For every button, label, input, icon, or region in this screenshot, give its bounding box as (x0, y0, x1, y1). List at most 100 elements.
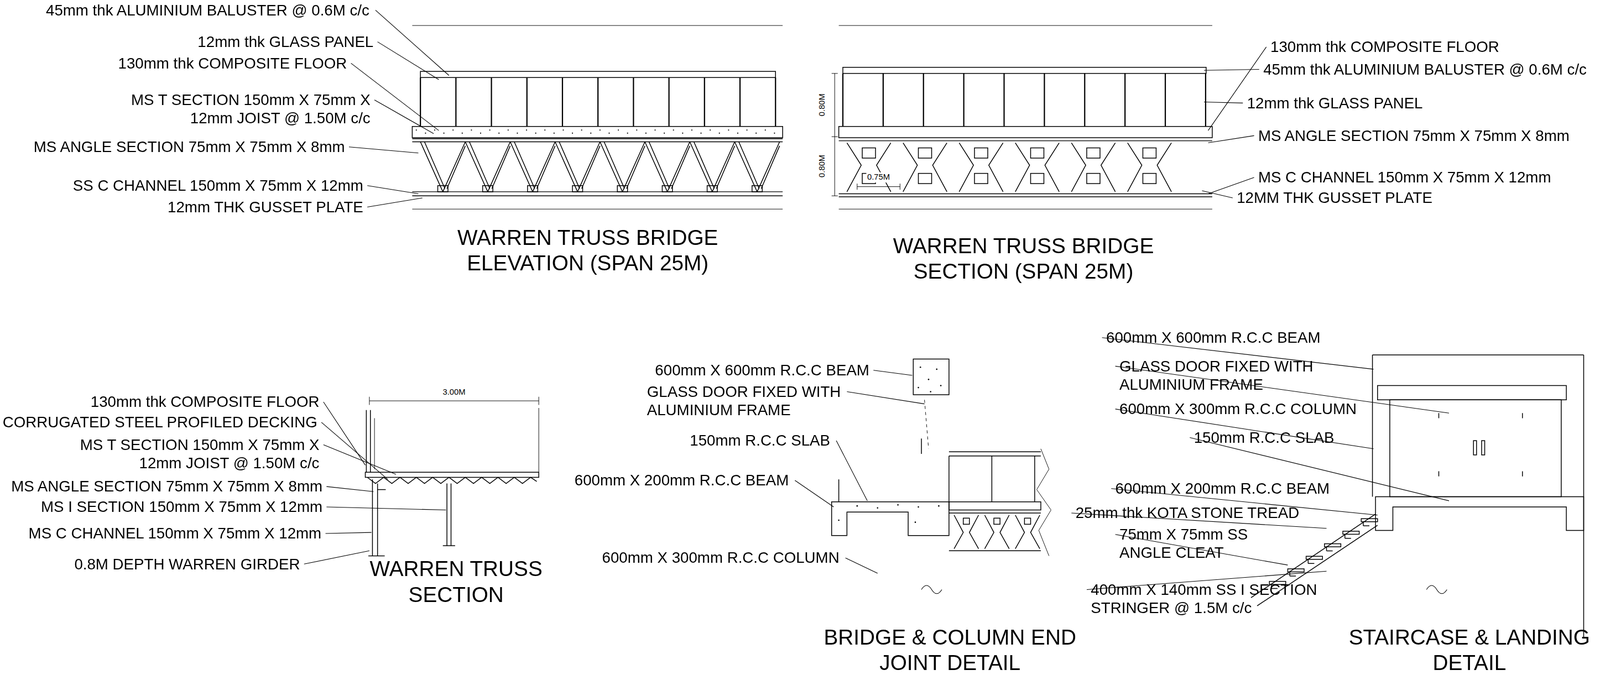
concrete-dot (914, 521, 917, 524)
callout-label: MS C CHANNEL 150mm X 75mm X 12mm (1258, 168, 1553, 187)
callout-label: 45mm thk ALUMINIUM BALUSTER @ 0.6M c/c (1263, 60, 1589, 79)
stair-tread (1306, 556, 1323, 560)
callout-label: 0.8M DEPTH WARREN GIRDER (72, 555, 301, 574)
concrete-dot (480, 132, 482, 134)
drawing-line (321, 422, 388, 480)
drawing-line (424, 141, 446, 189)
drawing-line (712, 141, 736, 192)
drawing-title: BRIDGE & COLUMN END JOINT DETAIL (822, 624, 1078, 675)
concrete-dot (727, 129, 729, 131)
callout-label: MS ANGLE SECTION 75mm X 75mm X 8mm (8, 477, 323, 496)
concrete-dot (709, 129, 711, 131)
drawing-line (1201, 190, 1233, 198)
callout-label: 150mm R.C.C SLAB (1194, 428, 1337, 447)
gusset-plate (752, 185, 763, 192)
drawing-line (923, 73, 925, 127)
concrete-dot (434, 129, 436, 131)
concrete-dot (917, 506, 920, 509)
callout-label: MS ANGLE SECTION 75mm X 75mm X 8mm (31, 137, 346, 156)
drawing-line (1003, 73, 1005, 127)
drawing-line (326, 507, 446, 511)
drawing-line (632, 77, 634, 127)
concrete-dot (581, 129, 583, 131)
truss-section-drawing (365, 397, 540, 557)
drawing-line (671, 146, 690, 189)
callout-label: 400mm X 140mm SS I SECTION STRINGER @ 1.… (1090, 580, 1320, 618)
concrete-dot (461, 132, 463, 134)
drawing-line (446, 146, 466, 189)
concrete-dot (928, 378, 930, 381)
callout-label: SS C CHANNEL 150mm X 75mm X 12mm (70, 176, 364, 195)
stair-tread (1287, 569, 1305, 573)
dimension-label: 0.75M (866, 172, 891, 183)
drawing-line (487, 141, 511, 192)
web-member (1030, 515, 1040, 550)
gusset-plate (1024, 518, 1031, 525)
gusset-plate (1086, 148, 1101, 159)
callout-label: CORRUGATED STEEL PROFILED DECKING (0, 413, 318, 432)
concrete-dot (571, 132, 573, 134)
concrete-dot (663, 132, 665, 134)
drawing-line (469, 141, 491, 189)
concrete-dot (691, 129, 693, 131)
drawing-line (419, 77, 421, 127)
gusset-plate (993, 518, 1000, 525)
concrete-dot (837, 519, 840, 522)
drawing-line (325, 532, 372, 534)
concrete-dot (544, 129, 546, 131)
drawing-line (842, 73, 844, 127)
drawing-line (667, 141, 691, 192)
drawing-line (668, 77, 670, 127)
drawing-line (836, 440, 868, 502)
concrete-dot (535, 132, 537, 134)
drawing-line (323, 444, 396, 475)
web-member (954, 515, 964, 550)
concrete-dot (636, 129, 638, 131)
gusset-plate (918, 148, 932, 159)
drawing-title: WARREN TRUSS BRIDGE ELEVATION (SPAN 25M) (456, 224, 719, 276)
drawing-line (1345, 538, 1352, 539)
drawing-line (873, 370, 912, 376)
web-member (1071, 142, 1086, 192)
concrete-dot (443, 132, 445, 134)
drawing-line (739, 77, 741, 127)
concrete-dot (937, 505, 940, 508)
drawing-line (581, 146, 601, 189)
gusset-plate (1142, 148, 1156, 159)
drawing-line (323, 402, 366, 466)
drawing-line (526, 77, 528, 127)
concrete-dot (599, 129, 601, 131)
gusset-plate (1030, 173, 1044, 184)
gusset-plate (1142, 173, 1156, 184)
drawing-line (1124, 73, 1126, 127)
callout-label: MS T SECTION 150mm X 75mm X 12mm JOIST @… (128, 90, 370, 128)
drawing-line (510, 141, 534, 192)
drawing-line (420, 141, 444, 192)
concrete-dot (876, 507, 879, 510)
drawing-line (648, 141, 670, 189)
drawing-line (377, 42, 440, 80)
concrete-dot (773, 132, 775, 134)
drawing-line (1326, 546, 1327, 551)
drawing-line (761, 146, 780, 189)
drawing-line (455, 77, 457, 127)
callout-label: 600mm X 600mm R.C.C BEAM (1106, 328, 1323, 347)
concrete-dot (645, 132, 647, 134)
callout-label: MS I SECTION 150mm X 75mm X 12mm (38, 497, 323, 517)
callout-label: 12mm thk GLASS PANEL (195, 32, 374, 51)
web-member (903, 142, 918, 192)
drawing-line (465, 141, 488, 192)
concrete-dot (424, 132, 426, 134)
callout-label: 12mm THK GUSSET PLATE (165, 197, 363, 217)
concrete-dot (654, 129, 656, 131)
concrete-dot (700, 132, 702, 134)
concrete-dot (718, 132, 721, 134)
stair-tread (1361, 518, 1378, 523)
drawing-line (1204, 69, 1260, 71)
drawing-line (704, 77, 706, 127)
concrete-dot (940, 384, 942, 387)
callout-label: 600mm X 300mm R.C.C COLUMN (602, 549, 842, 568)
drawing-line (738, 141, 760, 189)
drawing-line (1208, 135, 1255, 143)
web-member (1044, 142, 1060, 192)
